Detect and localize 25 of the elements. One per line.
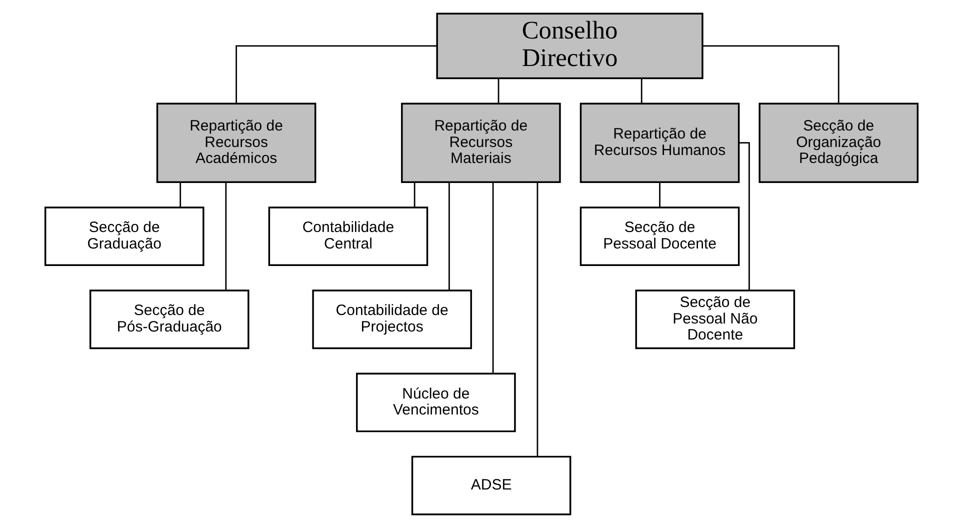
node-box: Contabilidade de Projectos — [312, 289, 472, 349]
connector — [536, 182, 538, 456]
node-box: Secção de Pessoal Docente — [579, 206, 740, 266]
node-box: Conselho Directivo — [436, 12, 703, 79]
connector — [497, 78, 499, 103]
connector — [658, 182, 660, 207]
connector — [702, 44, 839, 103]
node-box: Secção de Organização Pedagógica — [758, 102, 918, 182]
connector — [492, 182, 494, 374]
connector — [640, 78, 642, 103]
node-box: Repartição de Recursos Materiais — [400, 102, 560, 182]
node-box: Secção de Pessoal Não Docente — [634, 289, 795, 349]
connector — [448, 182, 450, 290]
connector — [179, 182, 181, 207]
node-box: Repartição de Recursos Humanos — [579, 102, 740, 182]
connector — [224, 182, 226, 290]
connector — [738, 142, 750, 290]
node-box: ADSE — [410, 455, 571, 515]
node-box: Secção de Graduação — [44, 206, 204, 266]
node-box: Secção de Pós-Graduação — [88, 289, 249, 349]
connector — [235, 44, 437, 103]
node-box: Núcleo de Vencimentos — [356, 372, 516, 432]
node-box: Repartição de Recursos Académicos — [156, 102, 316, 182]
node-box: Contabilidade Central — [268, 206, 428, 266]
connector — [413, 182, 415, 207]
